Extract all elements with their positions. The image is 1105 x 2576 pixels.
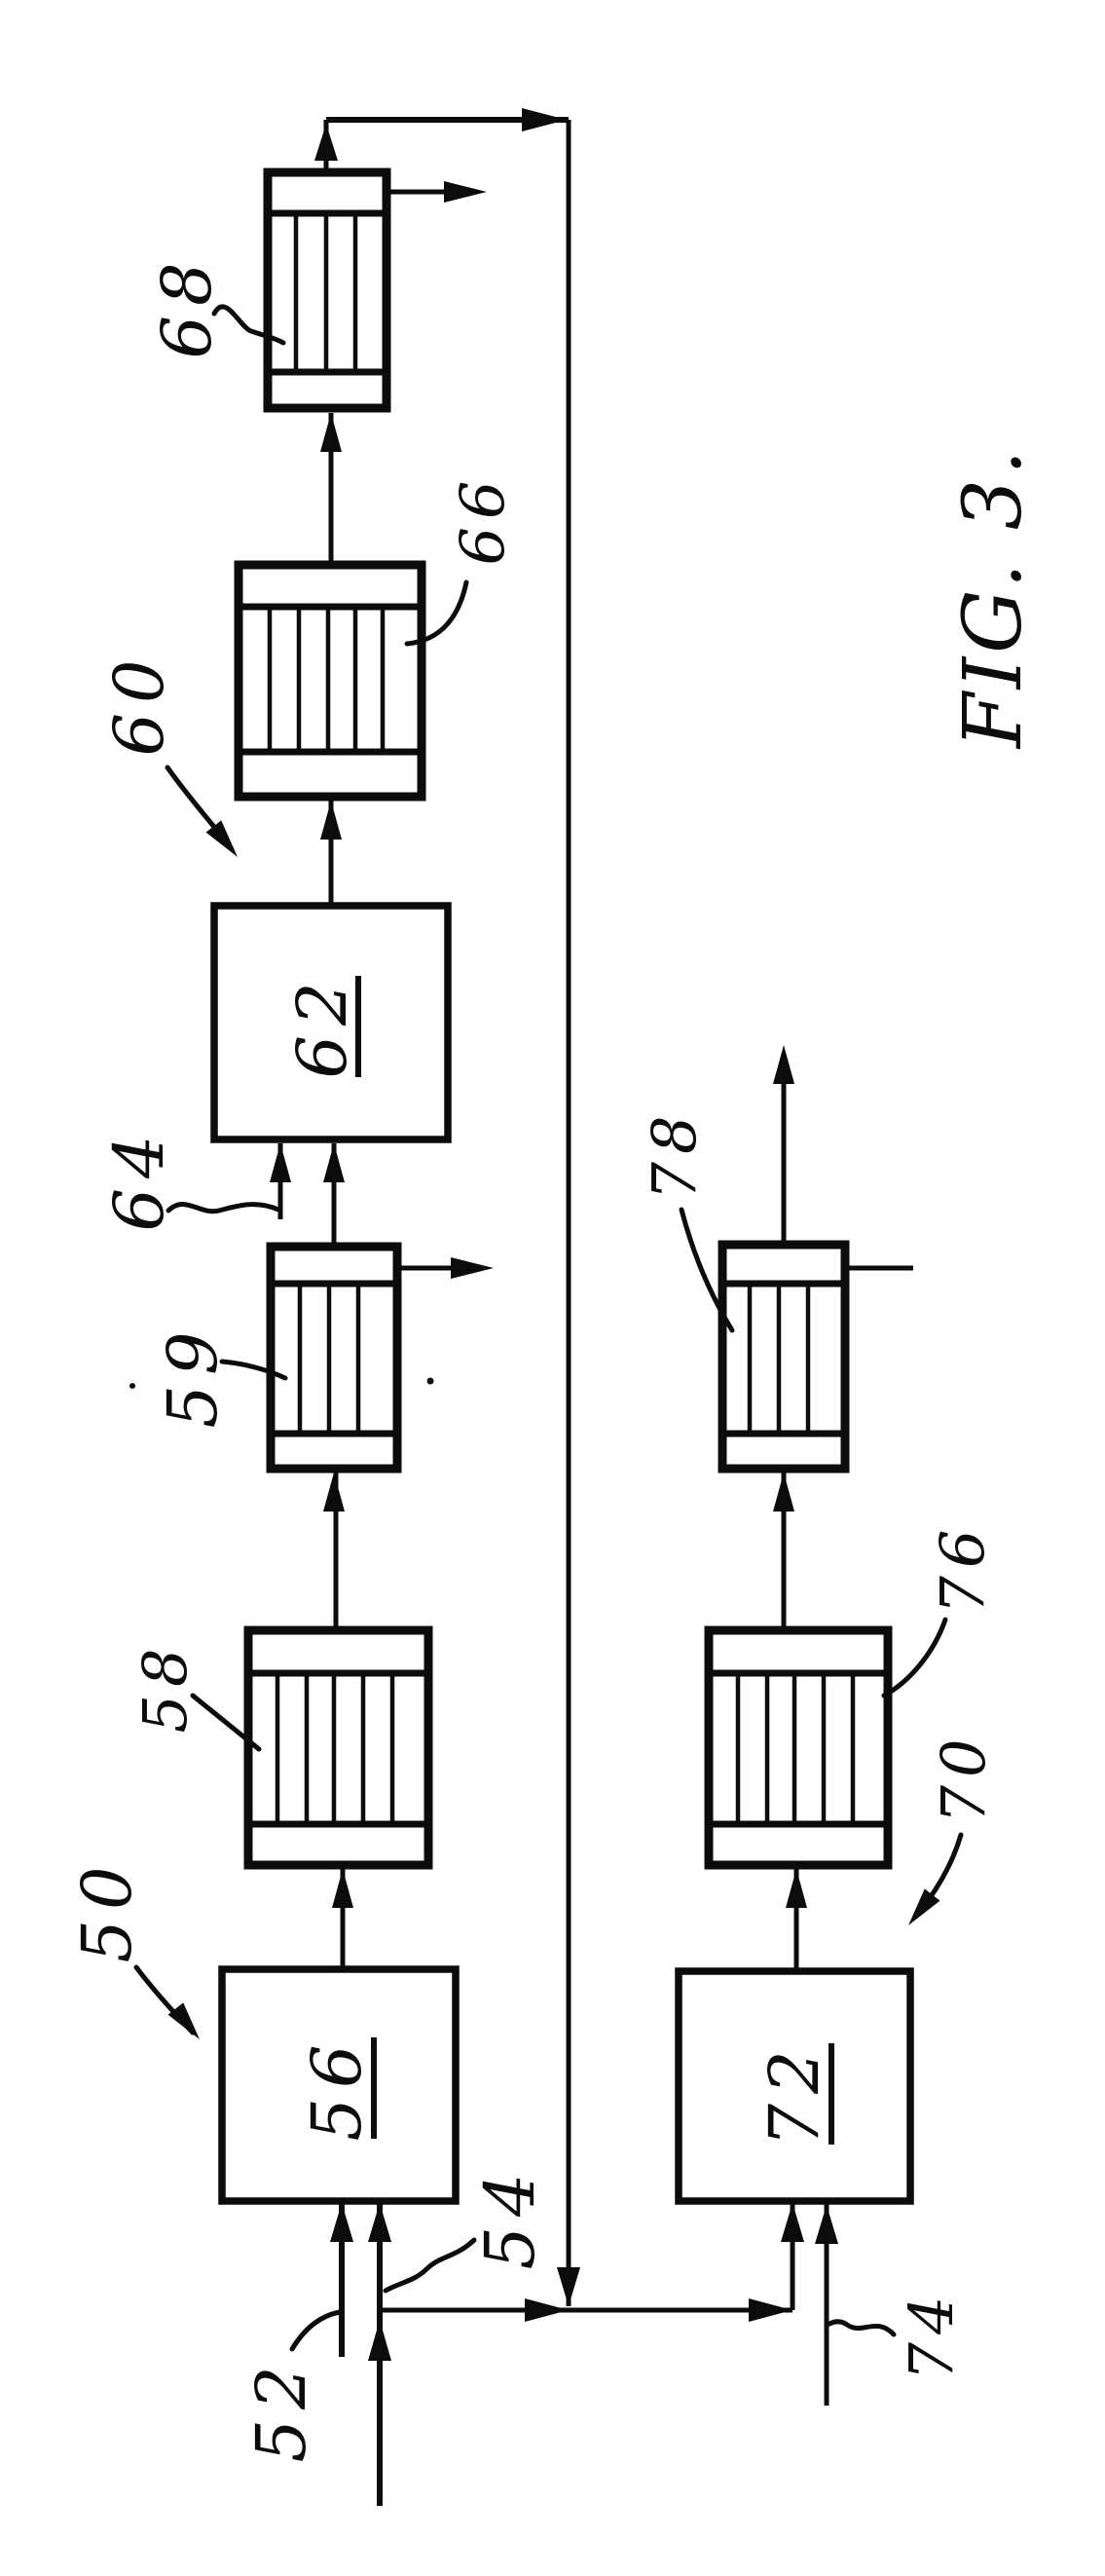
vessel-58 — [243, 1625, 433, 1870]
arrow-up-into-66 — [320, 801, 342, 840]
vessel-76-tubes — [735, 1673, 856, 1824]
vessel-78-tubes — [747, 1284, 811, 1434]
arrow-up-into-overhead — [314, 124, 338, 161]
label-74: 74 — [896, 2289, 967, 2381]
label-66: 66 — [447, 473, 518, 566]
label-60: 60 — [99, 650, 179, 756]
box-72-number: 72 — [755, 2040, 834, 2147]
arrow-right-59-side-draw — [451, 1257, 494, 1279]
label-70: 70 — [928, 1732, 999, 1824]
arrow-down-recycle-end — [557, 2267, 580, 2306]
arrow-up-into-62-feed64 — [270, 1143, 291, 1182]
arrow-up-into-68 — [320, 413, 342, 452]
leader-78 — [679, 1207, 735, 1333]
label-58: 58 — [129, 1641, 201, 1734]
vessel-78 — [718, 1240, 850, 1474]
leader-54 — [383, 2237, 477, 2294]
arrow-up-into-76 — [786, 1869, 807, 1908]
box-72-outline — [675, 1967, 914, 2205]
box-62-number: 62 — [282, 972, 362, 1078]
vessel-59 — [266, 1242, 402, 1474]
vessel-76 — [704, 1625, 893, 1870]
leader-52 — [289, 2309, 343, 2352]
scan-speck — [129, 1383, 135, 1389]
arrow-up-into-56-feed54 — [368, 2203, 391, 2242]
vessel-68-tubes — [293, 213, 358, 372]
leader-74 — [827, 2319, 897, 2337]
vessel-58-tubes — [275, 1673, 395, 1824]
vessel-66-tubes — [267, 607, 386, 752]
label-68: 68 — [147, 252, 227, 358]
box-56-outline — [218, 1965, 460, 2205]
label-78: 78 — [639, 1108, 710, 1201]
leader-64 — [166, 1202, 281, 1214]
vessel-66 — [234, 560, 426, 802]
leader-68 — [211, 304, 286, 346]
reactor-box-56: 56 — [218, 1965, 460, 2205]
arrowhead-60 — [205, 820, 238, 857]
vessel-68 — [263, 168, 391, 413]
arrow-up-into-72-branch — [781, 2203, 804, 2242]
arrow-up-into-58 — [332, 1869, 353, 1908]
label-52: 52 — [241, 2356, 321, 2462]
arrow-up-into-78 — [773, 1473, 794, 1512]
arrow-right-68-side-draw — [444, 181, 487, 203]
label-59: 59 — [153, 1322, 233, 1428]
leader-lines — [133, 304, 964, 2352]
label-54: 54 — [470, 2163, 550, 2269]
arrow-right-branch-at-riser — [749, 2298, 792, 2322]
reactor-box-72: 72 — [675, 1967, 914, 2205]
figure-title: FIG. 3. — [947, 446, 1040, 750]
vessel-78-cap-dividers — [722, 1280, 845, 1437]
arrowhead-70 — [908, 1888, 940, 1925]
leader-76 — [881, 1617, 948, 1699]
vessel-59-cap-dividers — [271, 1280, 397, 1437]
leader-66 — [404, 579, 469, 647]
box-56-number: 56 — [297, 2035, 377, 2141]
vessel-76-shell — [704, 1625, 893, 1870]
label-50: 50 — [67, 1856, 147, 1962]
arrow-up-into-62-main — [323, 1143, 345, 1182]
arrow-up-into-56-feed52 — [330, 2203, 353, 2242]
arrow-right-into-recycle-top — [522, 108, 567, 131]
reference-numerals: 68 66 60 64 59 58 50 52 54 78 76 70 74 — [67, 252, 999, 2462]
leader-58 — [190, 1693, 262, 1752]
box-62-outline — [210, 902, 452, 1143]
arrowheads — [270, 108, 838, 2361]
label-64: 64 — [99, 1125, 179, 1231]
leader-59 — [219, 1359, 288, 1381]
scan-speck — [426, 1377, 434, 1385]
label-76: 76 — [927, 1522, 998, 1615]
arrow-up-into-59 — [323, 1473, 345, 1512]
reactor-box-62: 62 — [210, 902, 452, 1143]
arrow-right-branch-at-junction — [525, 2298, 569, 2322]
arrowhead-50 — [167, 2002, 200, 2039]
arrow-up-into-72-feed74 — [815, 2205, 838, 2244]
arrow-up-78-overhead — [773, 1045, 794, 1084]
vessel-59-tubes — [297, 1284, 361, 1434]
arrow-up-feed54-mid — [368, 2320, 391, 2361]
